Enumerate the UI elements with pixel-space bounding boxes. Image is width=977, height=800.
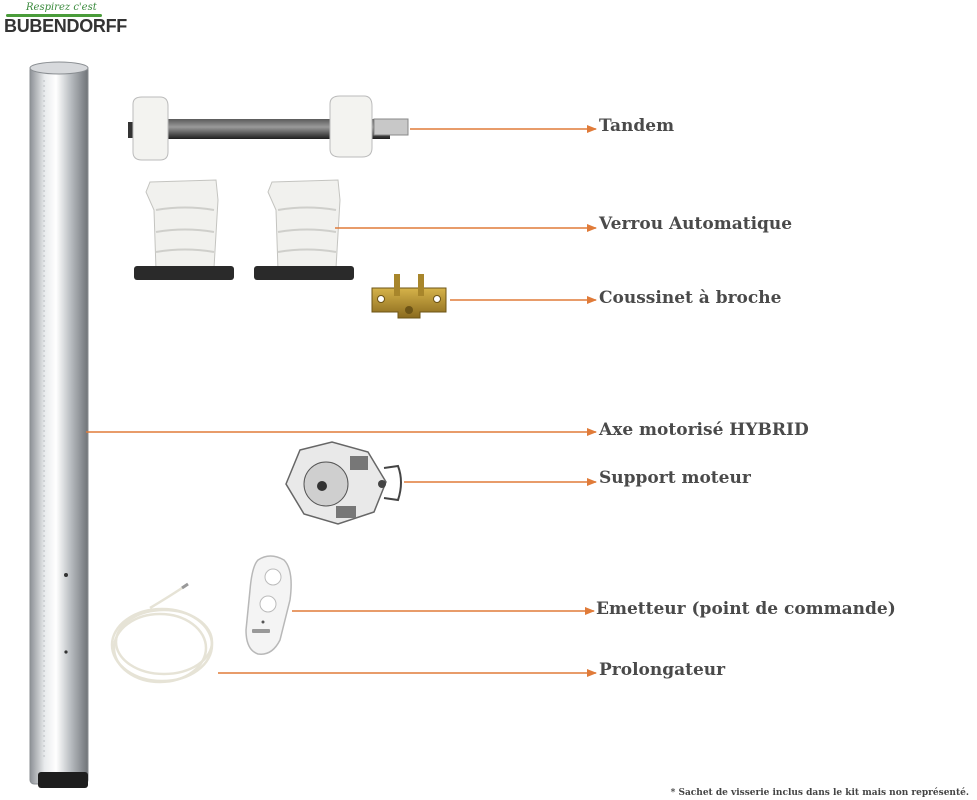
label-coussinet: Coussinet à broche xyxy=(599,288,782,308)
footnote: * Sachet de visserie inclus dans le kit … xyxy=(670,788,969,798)
pin-bearing-part xyxy=(371,274,447,319)
extension-cable-part xyxy=(110,582,214,684)
label-emetteur: Emetteur (point de commande) xyxy=(596,599,896,619)
motorized-tube xyxy=(29,61,89,788)
logo-brand: BUBENDORFF xyxy=(4,16,127,36)
remote-transmitter-part xyxy=(245,555,292,655)
leader-arrows xyxy=(86,125,597,677)
automatic-lock-part xyxy=(134,179,354,280)
tandem-part xyxy=(128,95,409,161)
label-tandem: Tandem xyxy=(599,116,675,136)
motor-bracket-part xyxy=(285,441,402,525)
brand-logo: Respirez c'est BUBENDORFF xyxy=(4,2,127,42)
label-prolongateur: Prolongateur xyxy=(599,660,726,680)
logo-tagline: Respirez c'est xyxy=(26,2,97,13)
logo-swoosh xyxy=(6,14,102,17)
label-axe: Axe motorisé HYBRID xyxy=(599,420,809,440)
label-support: Support moteur xyxy=(599,468,751,488)
label-verrou: Verrou Automatique xyxy=(599,214,793,234)
